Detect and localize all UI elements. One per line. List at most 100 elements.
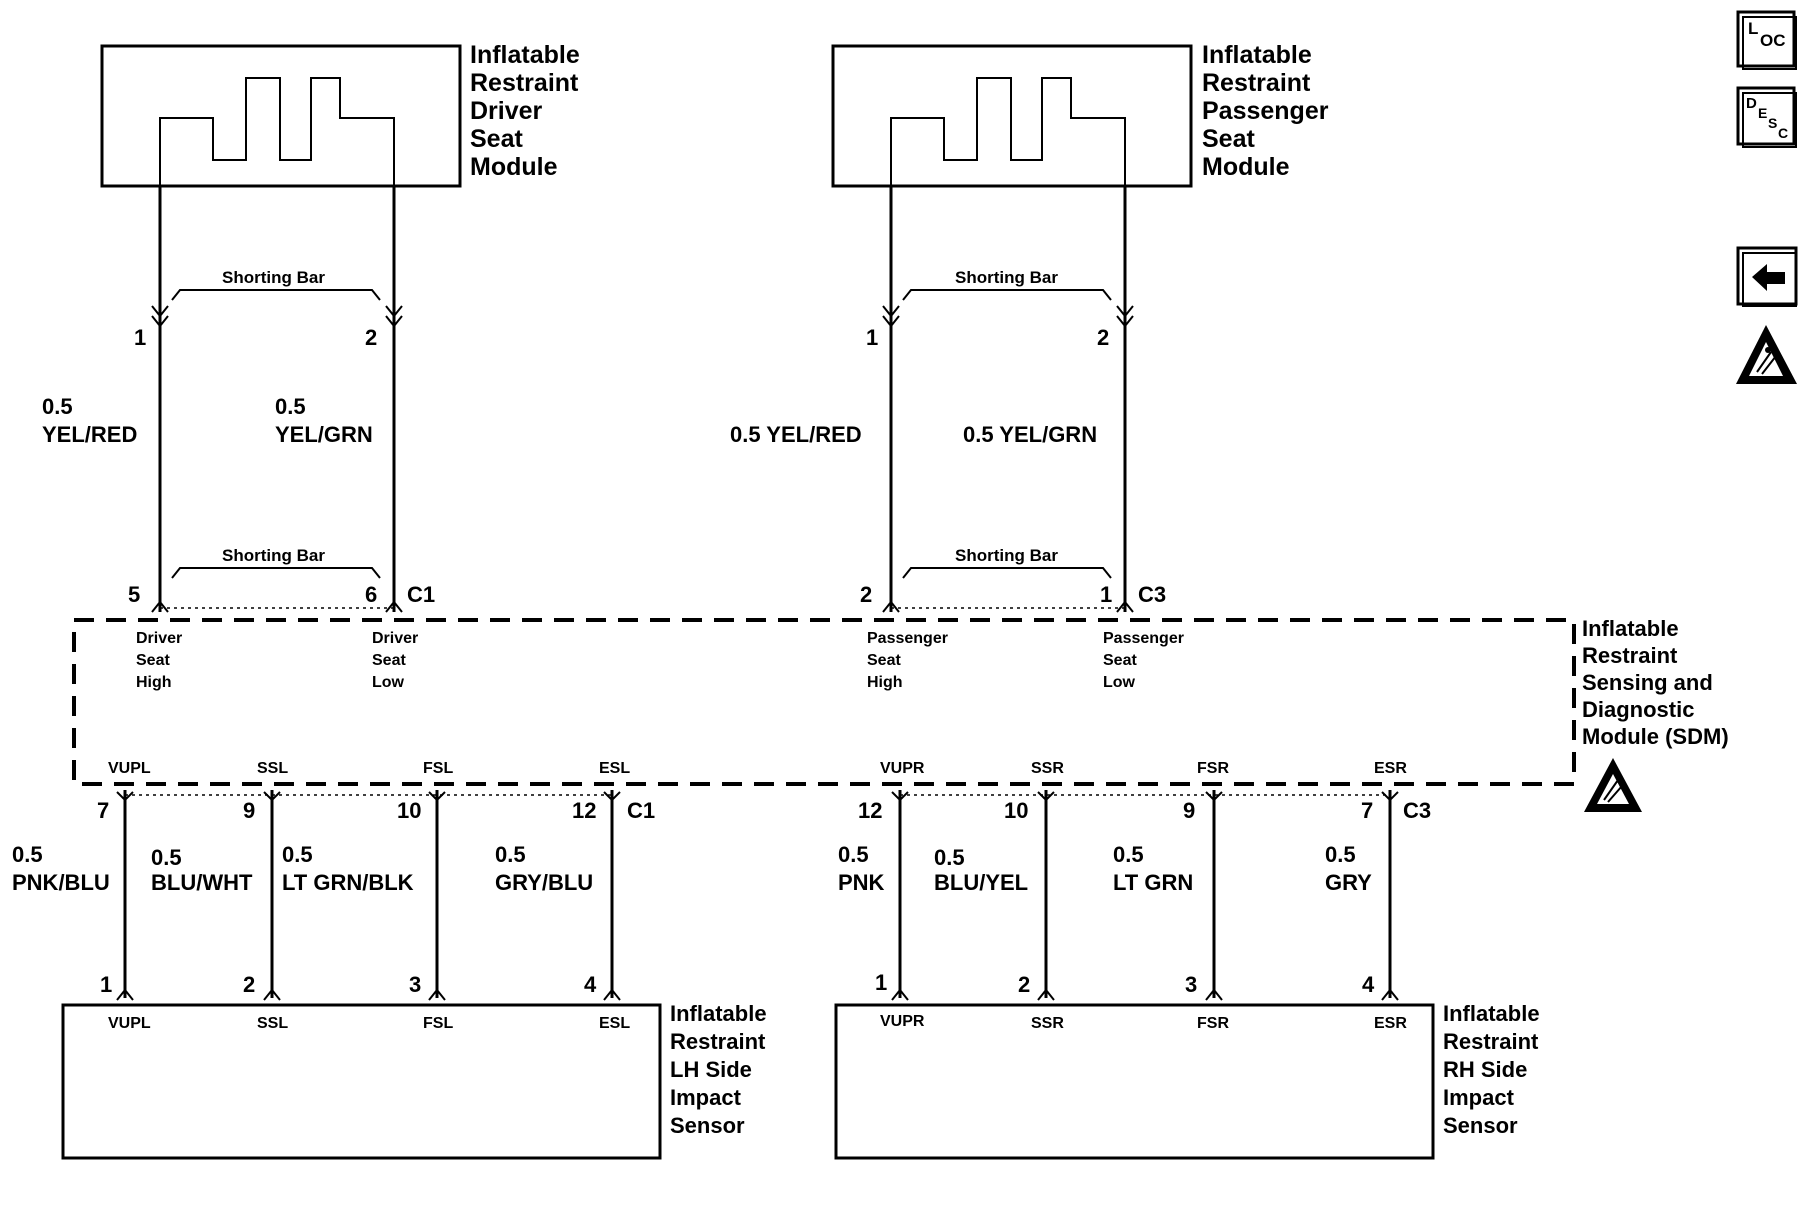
rh-sensor-label-4: Impact xyxy=(1443,1085,1515,1110)
driver-seat-module-label-2: Restraint xyxy=(470,69,579,97)
sdm-label-1: Inflatable xyxy=(1582,616,1679,641)
passenger-seat-module: Inflatable Restraint Passenger Seat Modu… xyxy=(831,41,1329,188)
pin-number: 12 xyxy=(858,798,882,823)
shorting-bar-label: Shorting Bar xyxy=(955,546,1058,565)
sdm-label-4: Diagnostic xyxy=(1582,697,1694,722)
sdm-signal-label: SSR xyxy=(1031,760,1064,777)
sdm-signal-label: ESL xyxy=(599,760,630,777)
pin-number: 2 xyxy=(365,325,377,350)
wire-size: 0.5 xyxy=(12,842,43,867)
sensor-terminal-label: ESL xyxy=(599,1015,630,1032)
desc-button[interactable]: D E S C xyxy=(1736,86,1797,148)
wire-color: GRY/BLU xyxy=(495,870,593,895)
rh-sensor-label-5: Sensor xyxy=(1443,1113,1518,1138)
pin-number: 1 xyxy=(100,972,112,997)
sdm-label-2: Restraint xyxy=(1582,643,1678,668)
wire-size: 0.5 xyxy=(934,845,965,870)
driver-seat-wires: Shorting Bar Shorting Bar 1 2 5 6 C1 0.5… xyxy=(42,185,435,613)
sdm-terminal-label: Seat xyxy=(136,652,170,669)
sdm-signal-label: ESR xyxy=(1374,760,1407,777)
sdm-signal-label: FSL xyxy=(423,760,453,777)
sdm-label-5: Module (SDM) xyxy=(1582,724,1729,749)
wire-label: 0.5 YEL/RED xyxy=(730,422,862,447)
sensor-terminal-label: ESR xyxy=(1374,1015,1407,1032)
pin-number: 4 xyxy=(1362,972,1375,997)
wire-color: BLU/WHT xyxy=(151,870,253,895)
sdm-terminal-label: Seat xyxy=(867,652,901,669)
sdm-terminal-label: Driver xyxy=(136,630,182,647)
lh-sensor-label-2: Restraint xyxy=(670,1029,766,1054)
lh-side-impact-sensor: VUPL SSL FSL ESL Inflatable Restraint LH… xyxy=(61,1001,767,1160)
wire-color: YEL/RED xyxy=(42,422,137,447)
passenger-seat-wires: Shorting Bar Shorting Bar 1 2 2 1 C3 0.5… xyxy=(730,185,1166,613)
connector-id: C3 xyxy=(1138,582,1166,607)
sdm-terminal-label: High xyxy=(867,674,903,691)
driver-seat-module-label-1: Inflatable xyxy=(470,41,580,69)
driver-seat-module-label-4: Seat xyxy=(470,125,523,153)
pin-number: 7 xyxy=(97,798,109,823)
sdm-signal-label: SSL xyxy=(257,760,288,777)
pin-number: 9 xyxy=(1183,798,1195,823)
sensor-terminal-label: FSL xyxy=(423,1015,453,1032)
loc-button[interactable]: L OC xyxy=(1736,10,1797,70)
desc-button-letter: S xyxy=(1768,115,1777,131)
pin-number: 3 xyxy=(409,972,421,997)
loc-button-letters: OC xyxy=(1760,31,1786,50)
shorting-bar-label: Shorting Bar xyxy=(955,268,1058,287)
module-symbol-waveform xyxy=(890,77,1126,185)
sdm-terminal-label: Low xyxy=(1103,674,1136,691)
wire-color: GRY xyxy=(1325,870,1372,895)
sensor-terminal-label: VUPL xyxy=(108,1015,151,1032)
wire-size: 0.5 xyxy=(1325,842,1356,867)
pin-number: 4 xyxy=(584,972,597,997)
back-button[interactable] xyxy=(1736,246,1798,307)
pin-number: 7 xyxy=(1361,798,1373,823)
wire-color: LT GRN xyxy=(1113,870,1193,895)
shorting-bar-label: Shorting Bar xyxy=(222,268,325,287)
wire-size: 0.5 xyxy=(275,394,306,419)
wire-color: BLU/YEL xyxy=(934,870,1028,895)
sdm-terminal-label: Passenger xyxy=(867,630,948,647)
sdm-terminal-label: Low xyxy=(372,674,405,691)
lh-sensor-label-1: Inflatable xyxy=(670,1001,767,1026)
pin-number: 9 xyxy=(243,798,255,823)
wire-color: PNK/BLU xyxy=(12,870,110,895)
sdm-signal-label: VUPR xyxy=(880,760,925,777)
passenger-seat-module-label-3: Passenger xyxy=(1202,97,1329,125)
pin-number: 2 xyxy=(860,582,872,607)
sensor-terminal-label: SSL xyxy=(257,1015,288,1032)
pin-number: 1 xyxy=(866,325,878,350)
driver-seat-module-label-5: Module xyxy=(470,153,558,181)
connector-id: C1 xyxy=(627,798,655,823)
shorting-bar-label: Shorting Bar xyxy=(222,546,325,565)
sdm-label-3: Sensing and xyxy=(1582,670,1713,695)
driver-seat-module-label-3: Driver xyxy=(470,97,543,125)
lh-sensor-label-4: Impact xyxy=(670,1085,742,1110)
lh-sensor-wires: 7 9 10 12 C1 0.5 PNK/BLU 0.5 BLU/WHT 0.5… xyxy=(12,790,655,1001)
sensor-terminal-label: FSR xyxy=(1197,1015,1229,1032)
lh-sensor-label-3: LH Side xyxy=(670,1057,752,1082)
lh-sensor-label-5: Sensor xyxy=(670,1113,745,1138)
esd-warning-icon xyxy=(1584,758,1642,812)
wire-size: 0.5 xyxy=(1113,842,1144,867)
sdm-signal-label: FSR xyxy=(1197,760,1229,777)
connector-id: C3 xyxy=(1403,798,1431,823)
wire-size: 0.5 xyxy=(838,842,869,867)
pin-number: 2 xyxy=(243,972,255,997)
sensor-terminal-label: VUPR xyxy=(880,1013,925,1030)
passenger-seat-module-label-5: Module xyxy=(1202,153,1290,181)
pin-number: 1 xyxy=(875,970,887,995)
sdm-module: Inflatable Restraint Sensing and Diagnos… xyxy=(72,616,1729,812)
pin-number: 3 xyxy=(1185,972,1197,997)
module-symbol-waveform xyxy=(159,77,395,185)
wire-size: 0.5 xyxy=(282,842,313,867)
left-arrow-icon xyxy=(1752,264,1785,291)
rh-sensor-label-1: Inflatable xyxy=(1443,1001,1540,1026)
desc-button-letter: E xyxy=(1758,105,1767,121)
wire-color: LT GRN/BLK xyxy=(282,870,414,895)
passenger-seat-module-label-2: Restraint xyxy=(1202,69,1311,97)
sensor-terminal-label: SSR xyxy=(1031,1015,1064,1032)
wire-color: PNK xyxy=(838,870,885,895)
wire-size: 0.5 xyxy=(495,842,526,867)
wire-label: 0.5 YEL/GRN xyxy=(963,422,1097,447)
